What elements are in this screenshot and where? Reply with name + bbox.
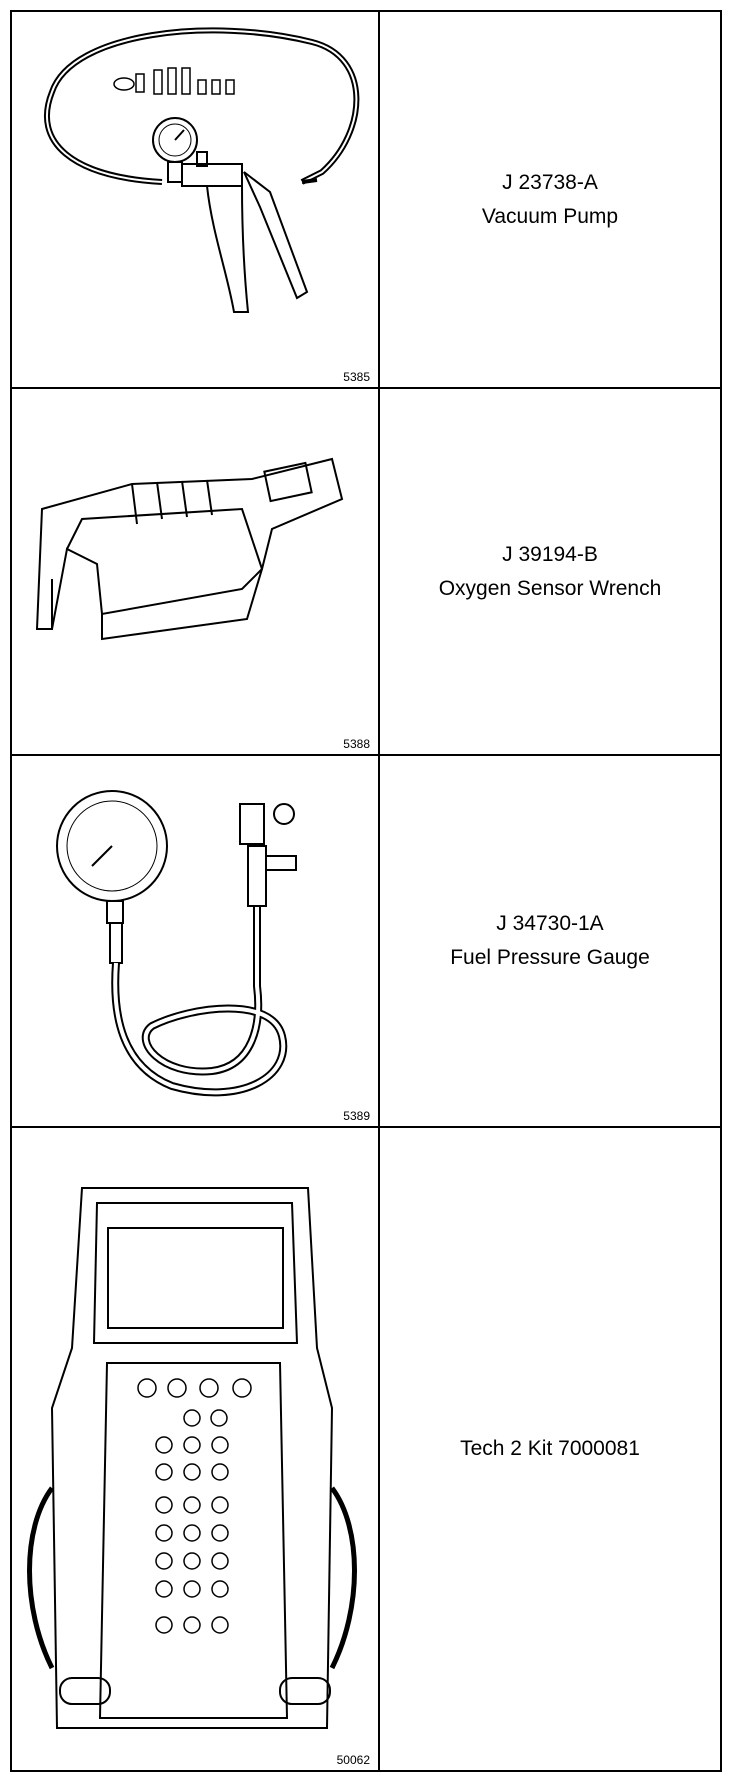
oxygen-sensor-wrench-illustration: 5388 [12,389,378,754]
tool-description-cell: J 34730-1A Fuel Pressure Gauge [378,754,722,1128]
vacuum-pump-illustration: 5385 [12,12,378,387]
table-row: 5389 J 34730-1A Fuel Pressure Gauge [10,754,722,1128]
tool-name: Oxygen Sensor Wrench [438,576,662,600]
figure-number: 5388 [341,737,372,751]
tool-description-cell: J 39194-B Oxygen Sensor Wrench [378,387,722,756]
tool-part-number: J 34730-1A [496,912,604,935]
tech2-scan-tool-illustration: 50062 [12,1128,378,1770]
tool-description-cell: J 23738-A Vacuum Pump [378,10,722,389]
tool-name: Tech 2 Kit 7000081 [460,1437,640,1460]
table-row: 50062 Tech 2 Kit 7000081 [10,1126,722,1772]
tool-illustration-cell: 5385 [10,10,380,389]
figure-number: 50062 [334,1753,372,1767]
tool-illustration-cell: 50062 [10,1126,380,1772]
tool-name: Vacuum Pump [481,204,619,228]
table-row: 5388 J 39194-B Oxygen Sensor Wrench [10,387,722,756]
tool-illustration-cell: 5388 [10,387,380,756]
table-row: 5385 J 23738-A Vacuum Pump [10,10,722,389]
special-tools-table: 5385 J 23738-A Vacuum Pump [10,10,722,1772]
tool-part-number: J 23738-A [502,170,598,194]
tool-part-number: J 39194-B [502,542,598,566]
tool-description-cell: Tech 2 Kit 7000081 [378,1126,722,1772]
figure-number: 5385 [341,370,372,384]
tool-name: Fuel Pressure Gauge [450,946,650,969]
fuel-pressure-gauge-illustration: 5389 [12,756,378,1126]
figure-number: 5389 [341,1109,372,1123]
tool-illustration-cell: 5389 [10,754,380,1128]
